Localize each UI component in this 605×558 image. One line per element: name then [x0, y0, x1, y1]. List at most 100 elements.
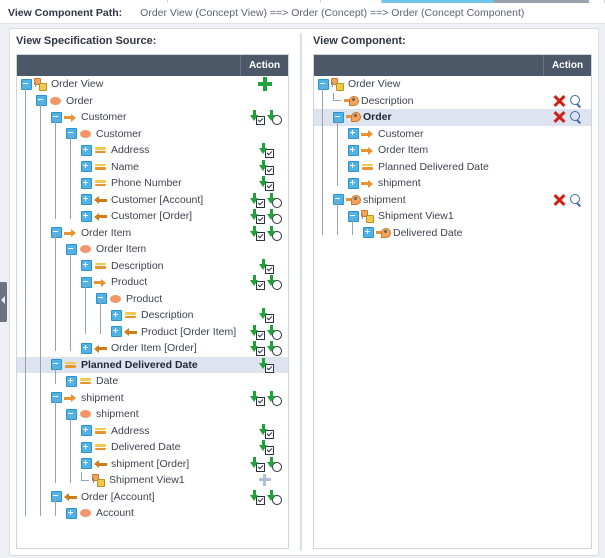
tree-row[interactable]: shipment [Order] — [17, 456, 288, 473]
tree-row[interactable]: Name — [17, 159, 288, 176]
tree-row-main[interactable]: Order View — [314, 76, 544, 93]
collapse-node-icon[interactable] — [81, 276, 92, 288]
copy-relation-icon[interactable] — [266, 110, 282, 126]
tree-row[interactable]: Shipment View1 — [17, 472, 288, 489]
tree-row[interactable]: Order View — [314, 76, 591, 93]
collapse-node-icon[interactable] — [318, 78, 329, 90]
expand-node-icon[interactable] — [81, 194, 92, 206]
collapse-node-icon[interactable] — [51, 392, 62, 404]
tree-row-main[interactable]: Product [Order Item] — [17, 324, 241, 341]
tree-row-main[interactable]: Name — [17, 159, 241, 176]
tree-row[interactable]: Customer [Account] — [17, 192, 288, 209]
tree-row-main[interactable]: Description — [17, 307, 241, 324]
tree-row[interactable]: Product — [17, 291, 288, 308]
tab-seg-3[interactable] — [320, 0, 383, 3]
tree-row-main[interactable]: Order [Account] — [17, 489, 241, 506]
collapse-node-icon[interactable] — [66, 128, 77, 140]
tree-row-main[interactable]: Customer [Account] — [17, 192, 241, 209]
collapse-node-icon[interactable] — [51, 491, 62, 503]
expand-node-icon[interactable] — [81, 210, 92, 222]
tree-row-main[interactable]: Phone Number — [17, 175, 241, 192]
tree-row[interactable]: Date — [17, 373, 288, 390]
copy-relation-icon[interactable] — [266, 489, 282, 505]
collapse-node-icon[interactable] — [21, 78, 32, 90]
expand-node-icon[interactable] — [81, 177, 92, 189]
copy-attribute-icon[interactable] — [249, 324, 265, 340]
tree-row-main[interactable]: Description — [17, 258, 241, 275]
copy-attribute-icon[interactable] — [249, 110, 265, 126]
copy-attribute-icon[interactable] — [258, 143, 274, 159]
copy-attribute-icon[interactable] — [249, 225, 265, 241]
tree-row[interactable]: Planned Delivered Date — [17, 356, 288, 374]
copy-attribute-icon[interactable] — [249, 456, 265, 472]
copy-relation-icon[interactable] — [266, 341, 282, 357]
copy-relation-icon[interactable] — [266, 275, 282, 291]
tree-row[interactable]: shipment — [17, 390, 288, 407]
tree-row-main[interactable]: Address — [17, 423, 241, 440]
tree-row[interactable]: shipment — [17, 406, 288, 423]
copy-relation-icon[interactable] — [266, 324, 282, 340]
tree-row[interactable]: Order Item — [17, 225, 288, 242]
expand-node-icon[interactable] — [81, 425, 92, 437]
tree-row[interactable]: Address — [17, 142, 288, 159]
tab-seg-5[interactable] — [493, 0, 590, 3]
tree-row[interactable]: Customer — [314, 126, 591, 143]
tree-row[interactable]: Shipment View1 — [314, 208, 591, 225]
tree-row-main[interactable]: Planned Delivered Date — [17, 357, 241, 374]
tree-row-main[interactable]: Customer — [17, 126, 241, 143]
copy-attribute-icon[interactable] — [249, 192, 265, 208]
expand-node-icon[interactable] — [111, 309, 122, 321]
copy-attribute-icon[interactable] — [258, 440, 274, 456]
tree-row-main[interactable]: shipment — [17, 406, 241, 423]
tree-row[interactable]: shipment — [314, 192, 591, 209]
tree-row[interactable]: Product [Order Item] — [17, 324, 288, 341]
collapse-node-icon[interactable] — [66, 243, 77, 255]
tree-row-main[interactable]: Planned Delivered Date — [314, 159, 544, 176]
tree-row[interactable]: Order — [314, 109, 591, 126]
copy-relation-icon[interactable] — [266, 390, 282, 406]
tree-row[interactable]: Delivered Date — [17, 439, 288, 456]
tree-row[interactable]: Order Item — [17, 241, 288, 258]
tree-row[interactable]: Description — [17, 307, 288, 324]
tree-row-main[interactable]: Order — [17, 93, 241, 110]
tree-row-main[interactable]: Customer — [314, 126, 544, 143]
tree-row-main[interactable]: Date — [17, 373, 241, 390]
copy-attribute-icon[interactable] — [258, 308, 274, 324]
tree-row[interactable]: Description — [17, 258, 288, 275]
tree-row-main[interactable]: Address — [17, 142, 241, 159]
tab-seg-1[interactable] — [0, 0, 168, 3]
delete-component-icon[interactable] — [552, 193, 566, 207]
tree-row-main[interactable]: shipment — [314, 192, 544, 209]
tab-seg-4[interactable] — [382, 0, 494, 3]
collapse-node-icon[interactable] — [51, 227, 62, 239]
left-collapse-handle[interactable] — [0, 282, 7, 322]
expand-node-icon[interactable] — [348, 161, 359, 173]
tree-row-main[interactable]: Order View — [17, 76, 241, 93]
collapse-node-icon[interactable] — [333, 194, 344, 206]
copy-relation-icon[interactable] — [266, 209, 282, 225]
tree-row[interactable]: Order Item — [314, 142, 591, 159]
expand-node-icon[interactable] — [348, 128, 359, 140]
copy-attribute-icon[interactable] — [249, 489, 265, 505]
expand-node-icon[interactable] — [81, 342, 92, 354]
copy-attribute-icon[interactable] — [258, 357, 274, 373]
expand-node-icon[interactable] — [81, 161, 92, 173]
tree-row-main[interactable]: Order — [314, 109, 544, 126]
expand-node-icon[interactable] — [66, 375, 77, 387]
delete-component-icon[interactable] — [552, 110, 566, 124]
tree-row[interactable]: Customer — [17, 109, 288, 126]
copy-relation-icon[interactable] — [266, 225, 282, 241]
collapse-node-icon[interactable] — [96, 293, 107, 305]
collapse-node-icon[interactable] — [51, 359, 62, 371]
tree-row[interactable]: Order Item [Order] — [17, 340, 288, 357]
copy-attribute-icon[interactable] — [249, 390, 265, 406]
tree-row[interactable]: Address — [17, 423, 288, 440]
tree-row-main[interactable]: Product — [17, 291, 241, 308]
tree-row[interactable]: Product — [17, 274, 288, 291]
locate-component-icon[interactable] — [569, 193, 583, 207]
copy-attribute-icon[interactable] — [249, 209, 265, 225]
collapse-node-icon[interactable] — [36, 95, 47, 107]
copy-attribute-icon[interactable] — [258, 258, 274, 274]
copy-relation-icon[interactable] — [266, 456, 282, 472]
copy-relation-icon[interactable] — [266, 192, 282, 208]
